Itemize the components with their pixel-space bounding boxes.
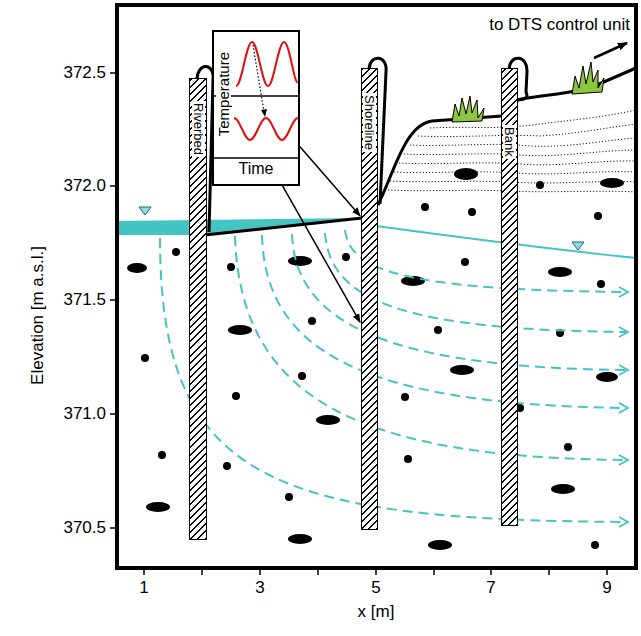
axis-label: Time: [239, 160, 274, 178]
tick-label: 5: [371, 579, 380, 598]
tick-label: 7: [486, 579, 495, 598]
control-unit-arrow: [594, 43, 627, 58]
cable-label: Riverbed: [192, 101, 205, 157]
grass-tufts: [452, 62, 604, 122]
tick-label: 372.5: [63, 64, 106, 83]
axis-label: Temperature: [216, 51, 231, 137]
cable-pole: Riverbed: [189, 78, 207, 540]
tick-label: 1: [139, 579, 148, 598]
cable-pole: Bank: [501, 68, 518, 526]
flow-paths: [160, 230, 628, 522]
tick-label: 3: [255, 579, 264, 598]
tick-label: 372.0: [63, 177, 106, 196]
axis-title: Elevation [m a.s.l.]: [29, 246, 48, 385]
tick-label: 371.0: [63, 405, 106, 424]
water-body: [117, 207, 362, 235]
tick-marks: [110, 73, 607, 575]
leader-arrow: [282, 186, 360, 323]
cable-pole: Shoreline: [361, 68, 378, 530]
axis-title: x [m]: [358, 603, 395, 622]
plot-frame: [117, 5, 636, 568]
leader-arrow: [300, 147, 360, 216]
cable-label: Shoreline: [363, 93, 376, 152]
cable-label: Bank: [503, 125, 516, 159]
tick-label: 371.5: [63, 291, 106, 310]
tick-label: 9: [602, 579, 611, 598]
tick-label: 370.5: [63, 519, 106, 538]
annotation: to DTS control unit: [489, 16, 630, 35]
temperature-inset: TemperatureTime: [212, 30, 300, 186]
